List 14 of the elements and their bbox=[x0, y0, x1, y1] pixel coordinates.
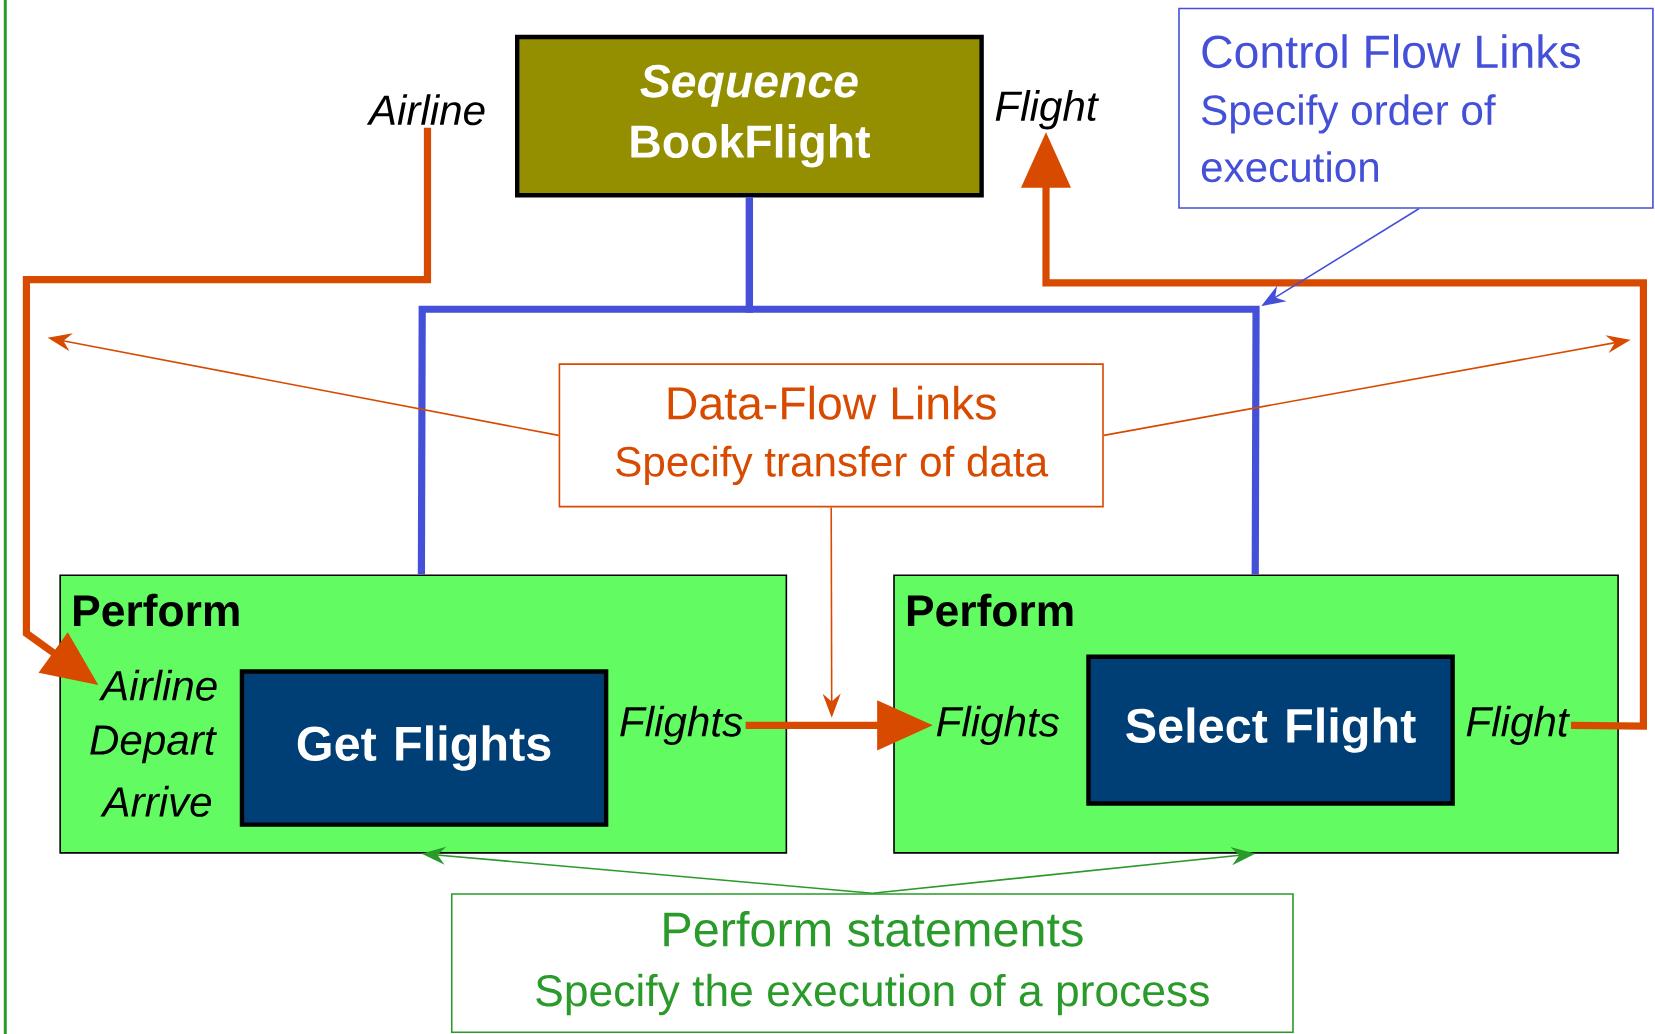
callout-box: Control Flow Links Specify order of execution bbox=[1178, 7, 1654, 209]
sequence-box: Sequence BookFlight bbox=[515, 34, 984, 198]
process-box: Select Flight bbox=[1086, 654, 1455, 806]
process-box: Get Flights bbox=[239, 669, 609, 827]
port-label: Flight bbox=[995, 89, 1100, 130]
port-label: Arrive bbox=[100, 785, 212, 817]
port-label: Flights bbox=[620, 705, 743, 745]
callout-box: Perform statements Specify the execution of a process bbox=[450, 893, 1294, 1033]
port-label: Airline bbox=[98, 669, 217, 701]
port-label: Airline bbox=[366, 94, 485, 126]
port-label: Flight bbox=[1466, 705, 1571, 745]
callout-box: Data-Flow Links Specify transfer of data bbox=[558, 363, 1104, 508]
port-label: Flights bbox=[936, 705, 1059, 745]
port-label: Depart bbox=[90, 725, 217, 764]
